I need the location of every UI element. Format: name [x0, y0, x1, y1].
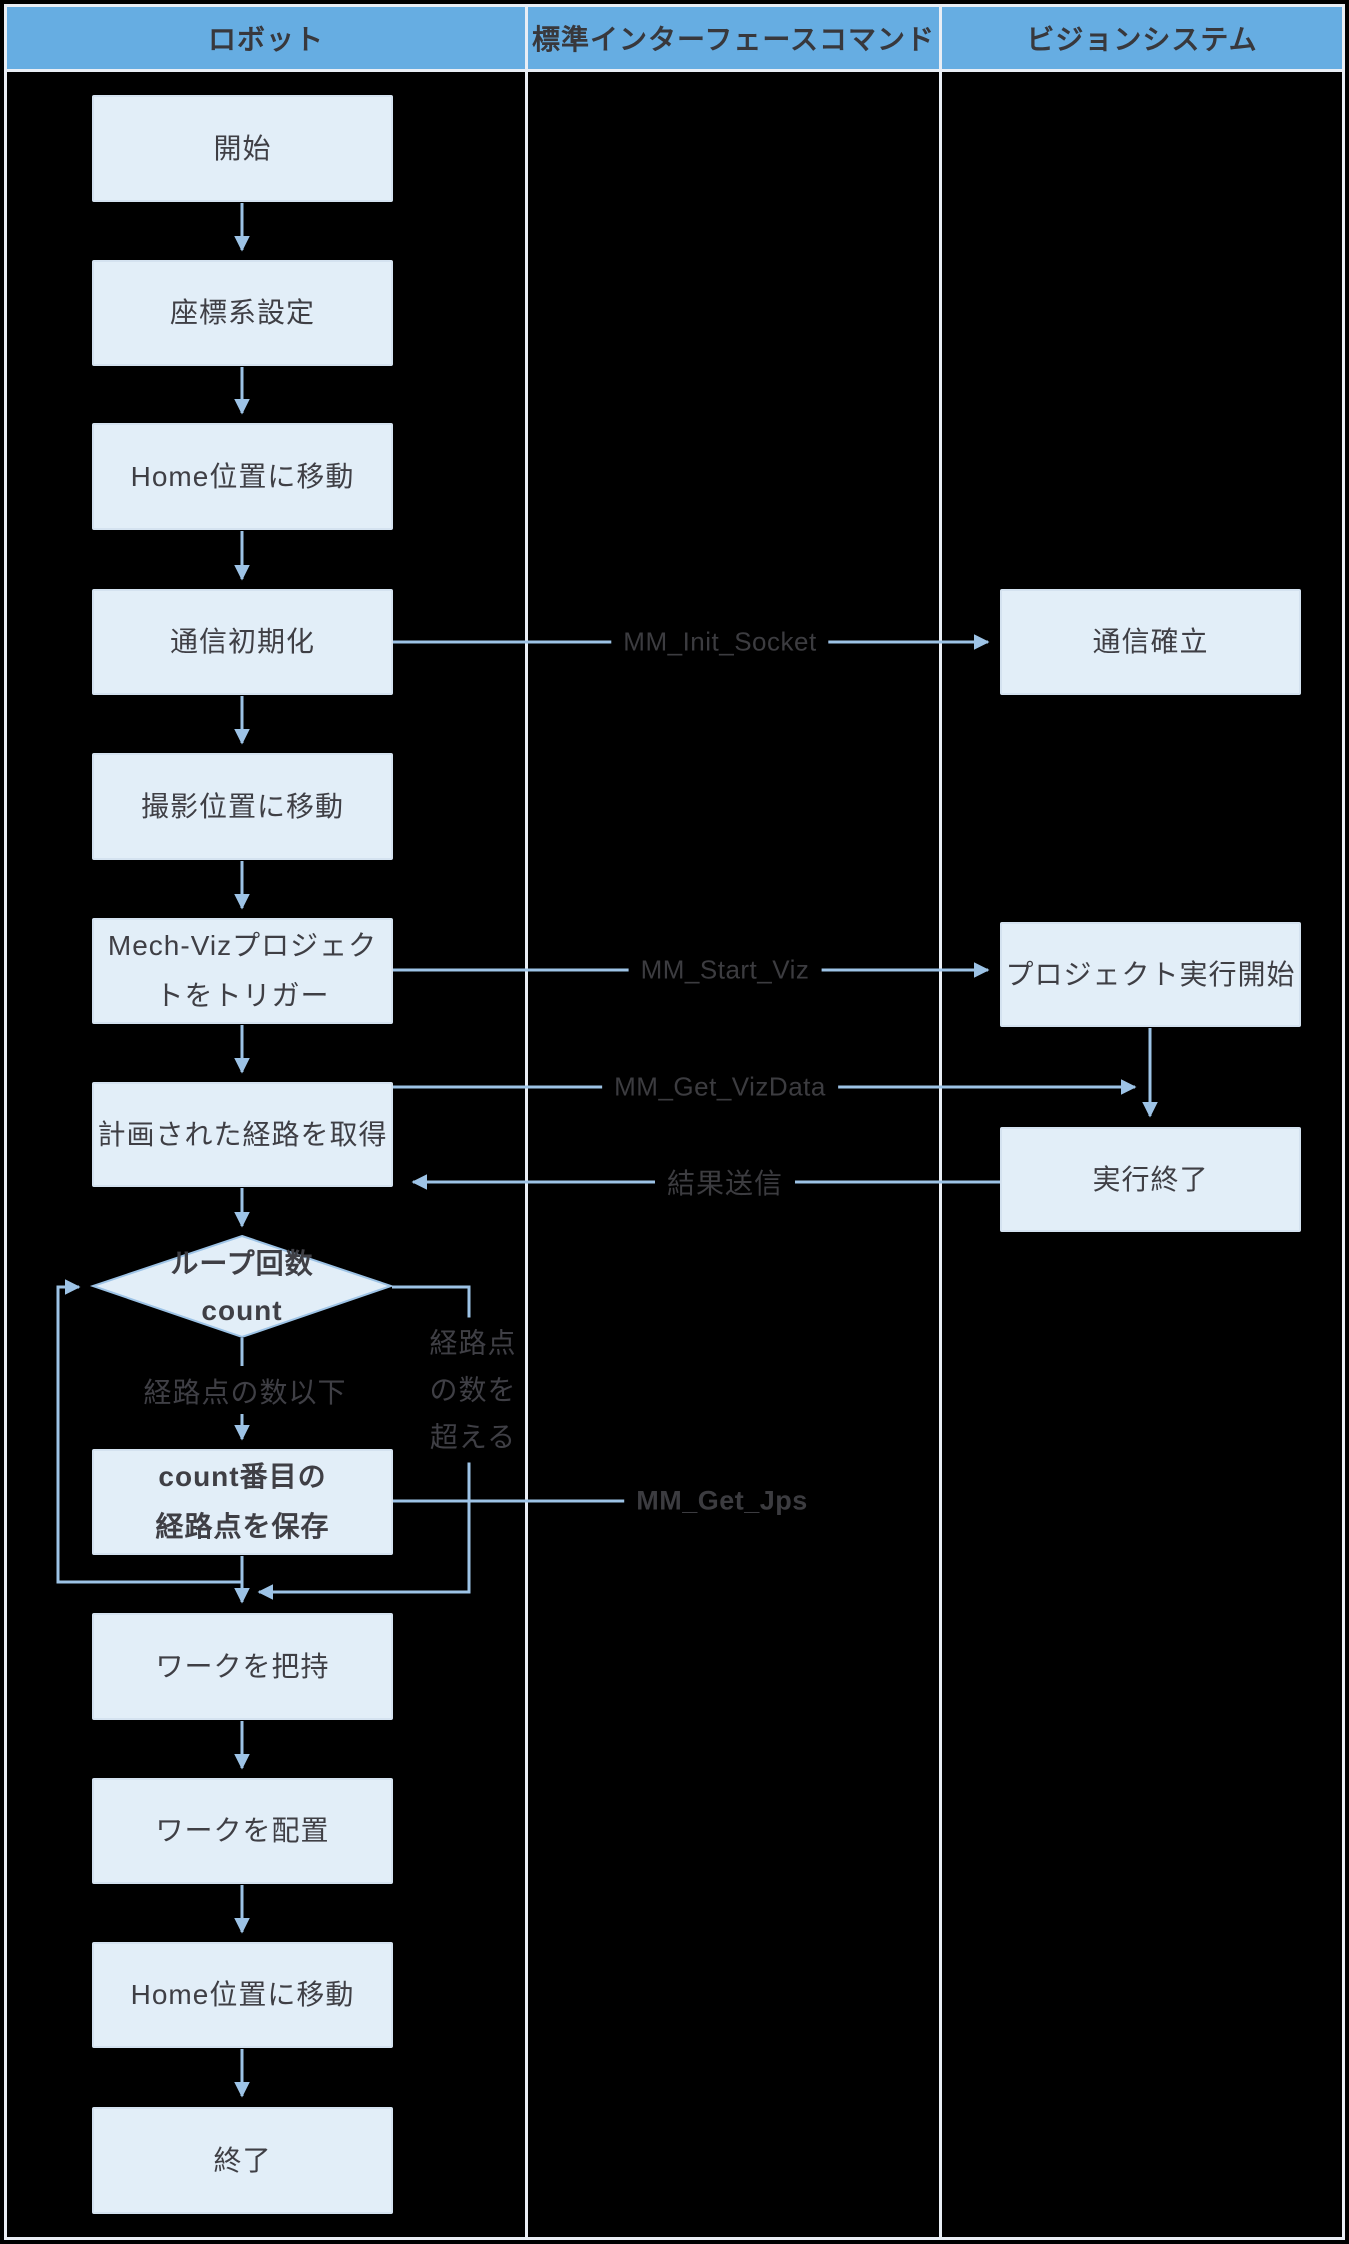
node-move-home-1-label: Home位置に移動 [130, 460, 355, 492]
node-end: 終了 [92, 2107, 393, 2214]
node-execution-end-label: 実行終了 [1092, 1163, 1209, 1195]
branch-label-within-count: 経路点の数以下 [135, 1369, 355, 1413]
node-loop-count-decision: ループ回数 count [92, 1239, 392, 1335]
column-divider-2 [939, 7, 942, 2237]
node-trigger-mech-viz-line1: Mech-Vizプロジェク [107, 930, 378, 961]
node-trigger-mech-viz-line2: トをトリガー [155, 980, 330, 1011]
node-loop-count-decision-line2: count [201, 1295, 283, 1326]
branch-label-exceed-line3: 超える [429, 1421, 517, 1453]
command-label-start-viz: MM_Start_Viz [628, 952, 822, 988]
node-move-home-2: Home位置に移動 [92, 1942, 393, 2048]
node-place-workpiece-label: ワークを配置 [155, 1815, 330, 1846]
command-label-get-vizdata: MM_Get_VizData [602, 1069, 838, 1105]
node-save-waypoint-line1: count番目の [158, 1461, 327, 1492]
column-divider-1 [525, 7, 528, 2237]
node-set-coordinate-system-label: 座標系設定 [169, 297, 315, 328]
node-move-capture-position-label: 撮影位置に移動 [140, 790, 344, 822]
lane-header-robot: ロボット [7, 7, 525, 69]
branch-label-exceed-line1: 経路点 [429, 1327, 517, 1359]
lane-header-robot-label: ロボット [207, 24, 324, 55]
node-start-label: 開始 [213, 132, 272, 164]
node-grasp-workpiece: ワークを把持 [92, 1613, 393, 1720]
lane-header-interface-commands-label: 標準インターフェースコマンド [532, 24, 935, 55]
node-project-execution-start-label: プロジェクト実行開始 [1005, 958, 1296, 990]
node-end-label: 終了 [213, 2144, 272, 2176]
header-band [7, 7, 1342, 69]
branch-label-exceed-count: 経路点 の数を 超える [421, 1317, 525, 1463]
node-set-coordinate-system: 座標系設定 [92, 260, 393, 366]
node-place-workpiece: ワークを配置 [92, 1778, 393, 1884]
node-move-home-1: Home位置に移動 [92, 423, 393, 530]
branch-label-exceed-line2: の数を [429, 1374, 517, 1406]
lane-header-vision-system-label: ビジョンシステム [1026, 24, 1258, 55]
arrow-loopback-to-decision [56, 1279, 242, 1584]
outer-frame [4, 4, 1345, 2240]
header-separator [7, 69, 1342, 72]
command-label-init-socket: MM_Init_Socket [611, 624, 829, 660]
node-move-capture-position: 撮影位置に移動 [92, 753, 393, 860]
command-label-get-jps: MM_Get_Jps [624, 1483, 820, 1519]
node-communication-established: 通信確立 [1000, 589, 1301, 695]
node-execution-end: 実行終了 [1000, 1127, 1301, 1232]
node-start: 開始 [92, 95, 393, 202]
node-save-waypoint: count番目の 経路点を保存 [92, 1449, 393, 1555]
node-init-communication-label: 通信初期化 [169, 626, 315, 657]
node-move-home-2-label: Home位置に移動 [130, 1979, 355, 2010]
lane-header-vision-system: ビジョンシステム [942, 7, 1342, 69]
node-project-execution-start: プロジェクト実行開始 [1000, 922, 1301, 1027]
node-trigger-mech-viz: Mech-Vizプロジェク トをトリガー [92, 918, 393, 1024]
lane-header-interface-commands: 標準インターフェースコマンド [528, 7, 939, 69]
node-get-planned-path: 計画された経路を取得 [92, 1082, 393, 1187]
decision-diamond-shape [89, 1234, 395, 1339]
node-loop-count-decision-line1: ループ回数 [170, 1248, 314, 1279]
node-save-waypoint-line2: 経路点を保存 [155, 1511, 330, 1542]
node-grasp-workpiece-label: ワークを把持 [155, 1650, 330, 1682]
node-communication-established-label: 通信確立 [1092, 626, 1209, 657]
node-init-communication: 通信初期化 [92, 589, 393, 695]
command-label-send-result: 結果送信 [654, 1160, 796, 1204]
node-get-planned-path-label: 計画された経路を取得 [97, 1118, 388, 1150]
arrow-exceed-branch-upper [392, 1285, 471, 1319]
arrow-exceed-branch-lower [257, 1459, 471, 1600]
